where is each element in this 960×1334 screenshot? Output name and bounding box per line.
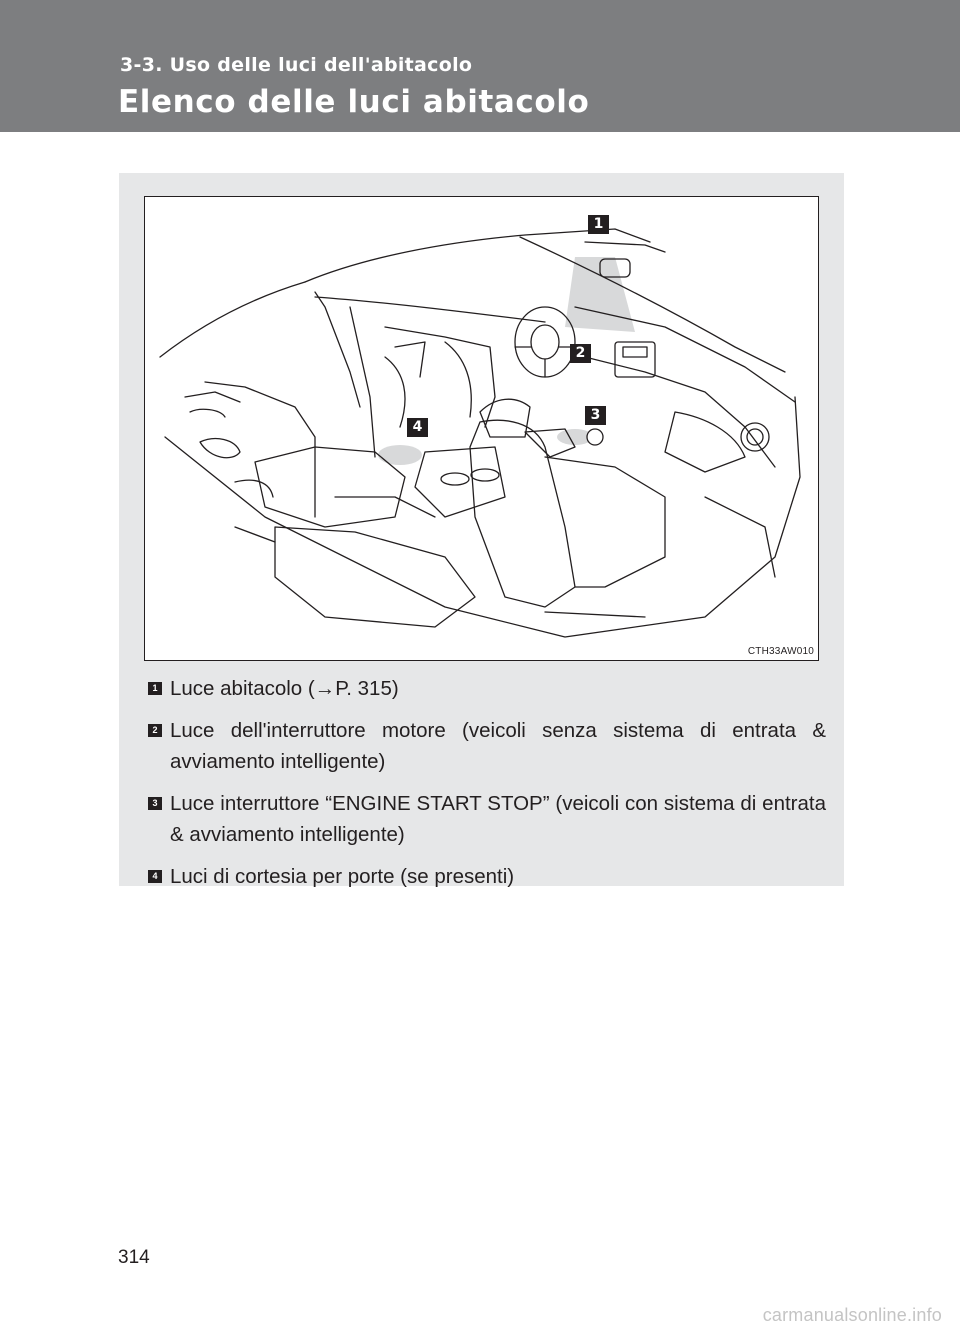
legend-item: 2 Luce dell'interruttore motore (veicoli… bbox=[146, 715, 826, 777]
marker-2: 2 bbox=[148, 724, 162, 737]
legend-text: Luce abitacolo (→P. 315) bbox=[170, 677, 399, 700]
legend-list: 1 Luce abitacolo (→P. 315) 2 Luce dell'i… bbox=[146, 673, 826, 903]
legend-item: 3 Luce interruttore “ENGINE START STOP” … bbox=[146, 788, 826, 850]
section-heading: 3-3. Uso delle luci dell'abitacolo bbox=[120, 54, 473, 76]
callout-3: 3 bbox=[585, 406, 606, 425]
figure-code: CTH33AW010 bbox=[747, 646, 814, 657]
marker-4: 4 bbox=[148, 870, 162, 883]
callout-2: 2 bbox=[570, 344, 591, 363]
marker-3: 3 bbox=[148, 797, 162, 810]
callout-4: 4 bbox=[407, 418, 428, 437]
callout-1: 1 bbox=[588, 215, 609, 234]
legend-item: 4 Luci di cortesia per porte (se present… bbox=[146, 861, 826, 892]
marker-1: 1 bbox=[148, 682, 162, 695]
page-header: 3-3. Uso delle luci dell'abitacolo Elenc… bbox=[0, 0, 960, 132]
page-number: 314 bbox=[118, 1247, 150, 1268]
page-title: Elenco delle luci abitacolo bbox=[118, 84, 590, 120]
legend-text: Luce dell'interruttore motore (veicoli s… bbox=[170, 719, 826, 773]
legend-item: 1 Luce abitacolo (→P. 315) bbox=[146, 673, 826, 704]
legend-text: Luce interruttore “ENGINE START STOP” (v… bbox=[170, 792, 826, 846]
legend-text: Luci di cortesia per porte (se presenti) bbox=[170, 865, 515, 888]
car-interior-illustration: 1 2 3 4 CTH33AW010 bbox=[144, 196, 819, 661]
watermark: carmanualsonline.info bbox=[762, 1305, 942, 1325]
